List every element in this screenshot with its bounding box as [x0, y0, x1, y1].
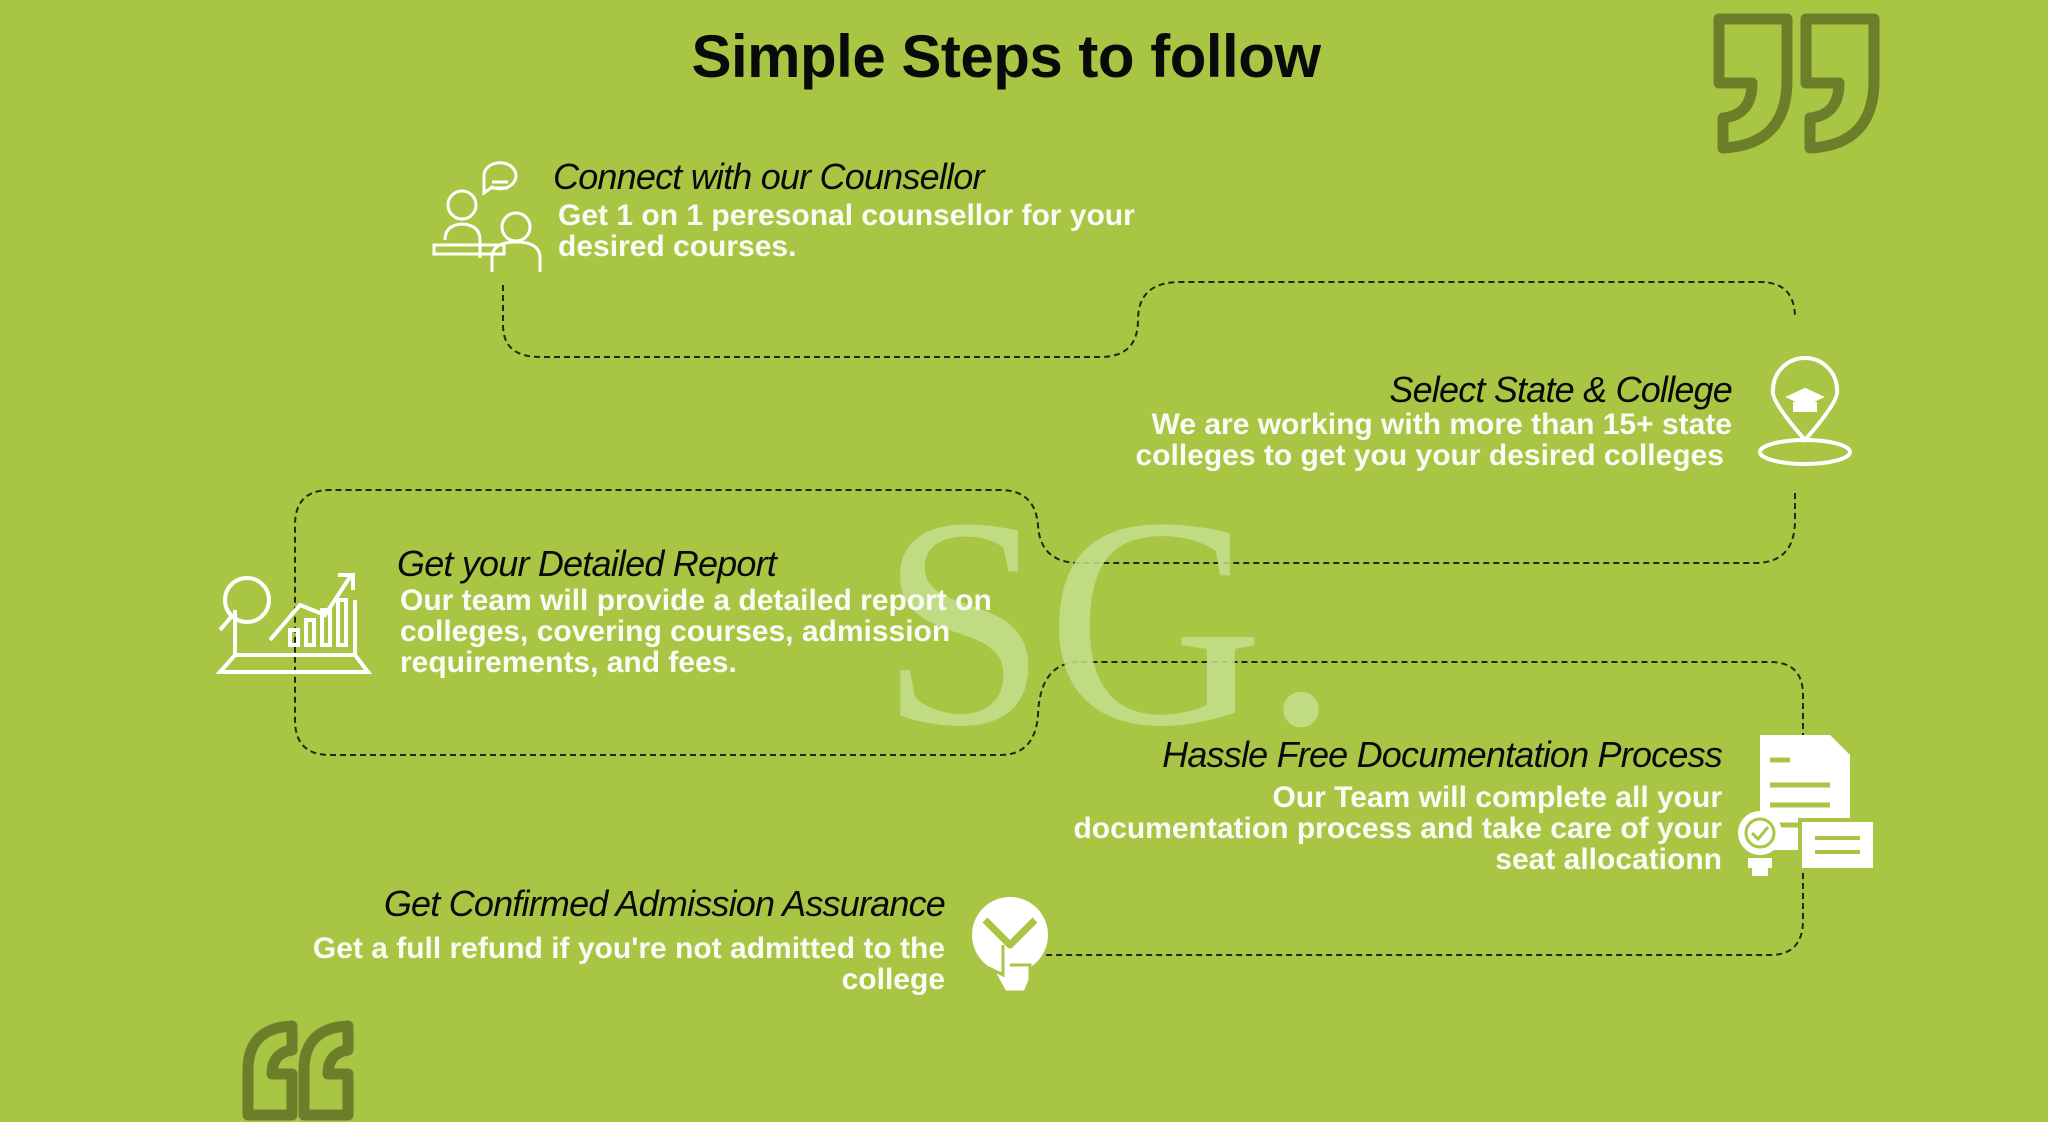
step-desc: Get 1 on 1 peresonal counsellor for your… — [558, 200, 1135, 262]
connector-path-2 — [294, 489, 1804, 956]
step-desc: Our Team will complete all your document… — [1073, 782, 1722, 875]
desc-line: Our team will provide a detailed report … — [400, 584, 992, 617]
step-2: Select State & College We are working wi… — [1135, 369, 1732, 471]
report-chart-icon — [215, 573, 373, 674]
step-1: Connect with our Counsellor Get 1 on 1 p… — [553, 156, 1135, 262]
documents-icon — [1738, 735, 1877, 876]
counsellor-icon — [432, 161, 542, 272]
desc-line: requirements, and fees. — [400, 646, 737, 679]
desc-line: Get 1 on 1 peresonal counsellor for your — [558, 199, 1135, 232]
connector-path-1 — [502, 281, 1796, 358]
page-title: Simple Steps to follow — [691, 23, 1321, 90]
step-3: Get your Detailed Report Our team will p… — [397, 543, 992, 678]
desc-line: colleges, covering courses, admission — [400, 615, 951, 648]
step-title: Get your Detailed Report — [397, 543, 777, 584]
desc-line: documentation process and take care of y… — [1073, 812, 1722, 845]
desc-line: college — [841, 963, 945, 996]
step-desc: Our team will provide a detailed report … — [400, 585, 992, 678]
close-quote-icon — [1713, 13, 1880, 154]
check-hand-icon — [972, 897, 1048, 994]
desc-line: Our Team will complete all your — [1272, 781, 1722, 814]
desc-line: colleges to get you your desired college… — [1135, 439, 1724, 472]
step-title: Get Confirmed Admission Assurance — [383, 883, 946, 924]
location-graduation-icon — [1758, 356, 1852, 466]
step-5: Get Confirmed Admission Assurance Get a … — [313, 883, 946, 995]
step-title: Select State & College — [1389, 369, 1732, 410]
desc-line: We are working with more than 15+ state — [1151, 408, 1732, 441]
open-quote-icon — [242, 1020, 354, 1121]
watermark-logo: SG. — [880, 456, 1339, 788]
desc-line: Get a full refund if you're not admitted… — [312, 932, 945, 965]
step-desc: We are working with more than 15+ state … — [1135, 409, 1732, 471]
step-desc: Get a full refund if you're not admitted… — [313, 933, 945, 995]
step-title: Hassle Free Documentation Process — [1162, 734, 1723, 775]
step-4: Hassle Free Documentation Process Our Te… — [1073, 734, 1722, 875]
desc-line: desired courses. — [558, 230, 797, 263]
desc-line: seat allocationn — [1495, 843, 1722, 876]
step-title: Connect with our Counsellor — [553, 156, 984, 197]
